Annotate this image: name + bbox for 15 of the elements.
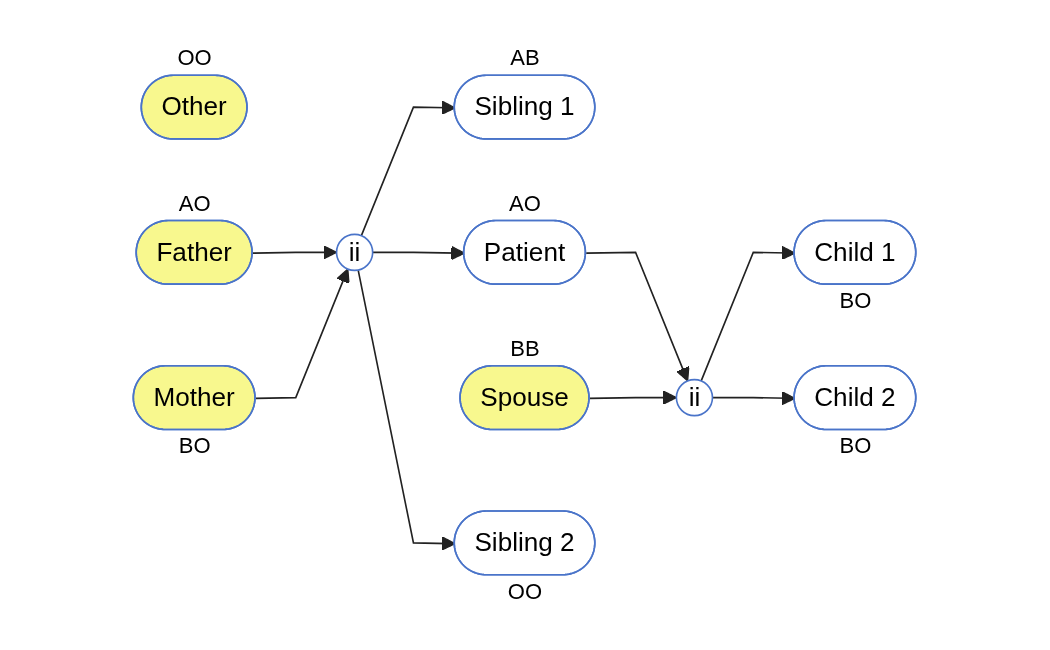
arrow [589, 390, 678, 405]
genotype-label: AO [177, 190, 212, 217]
arrow [252, 245, 338, 260]
node-circle: ii [676, 378, 714, 417]
genotype-label: AO [508, 190, 542, 217]
genotype-label: BB [509, 335, 541, 362]
arrow [585, 251, 690, 382]
genotype-label: BO [838, 288, 873, 315]
node-circle: ii [336, 233, 374, 272]
arrow [255, 268, 351, 400]
genotype-label: AB [509, 45, 541, 72]
genotype-label: OO [176, 45, 213, 72]
genotype-label: BO [177, 433, 212, 460]
genotype-label: OO [506, 578, 544, 605]
genotype-label: BO [838, 433, 873, 460]
